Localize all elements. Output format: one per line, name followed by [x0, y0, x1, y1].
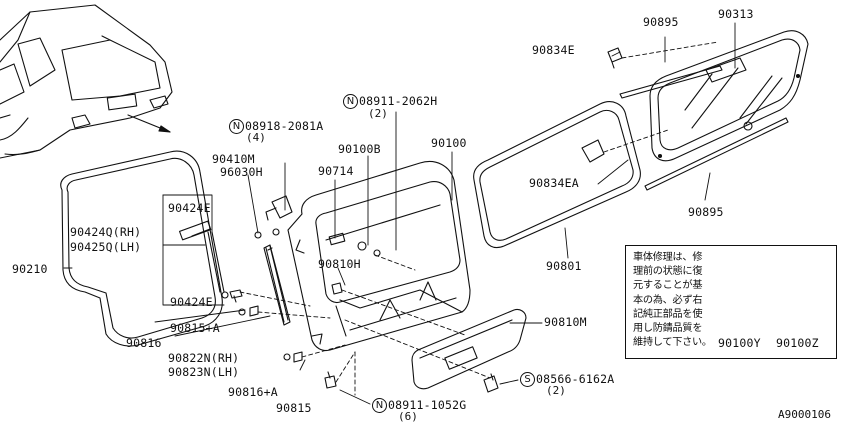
- repair-note-text: 車体修理は、修 理前の状態に復 元することが基 本の為、必ず右 記純正部品を使 …: [633, 252, 712, 349]
- label-90834E: 90834E: [532, 43, 575, 57]
- label-08918-2081A-qty: (4): [246, 131, 266, 144]
- assembly-dash-lines: [239, 41, 719, 396]
- direction-arrow: [127, 114, 171, 133]
- label-90823N: 90823N(LH): [168, 365, 240, 379]
- label-90815A: 90815+A: [170, 321, 220, 335]
- gas-strut-90425: [265, 245, 289, 323]
- label-08911-2062H: 08911-2062H: [359, 94, 438, 108]
- label-90810H: 90810H: [318, 257, 361, 271]
- label-90895-top: 90895: [643, 15, 679, 29]
- label-90100Z: 90100Z: [776, 336, 819, 350]
- label-08911-2062H-qty: (2): [368, 107, 388, 120]
- label-90424E-bottom: 90424E: [170, 295, 213, 309]
- label-90100Y: 90100Y: [718, 336, 761, 350]
- label-90834EA: 90834EA: [529, 176, 579, 190]
- label-90410M: 90410M: [212, 152, 255, 166]
- label-90424Q: 90424Q(RH): [70, 225, 142, 239]
- molding-90895-upper: [619, 65, 723, 99]
- molding-90895-lower: [644, 117, 789, 191]
- circled-n-icon: N: [343, 94, 358, 109]
- leader-lines: [63, 22, 736, 405]
- label-90714: 90714: [318, 164, 354, 178]
- label-90210: 90210: [12, 262, 48, 276]
- gas-strut-90424: [178, 220, 229, 299]
- weatherstrip-90210: [60, 150, 223, 347]
- repair-note-box: 車体修理は、修 理前の状態に復 元することが基 本の為、必ず右 記純正部品を使 …: [625, 245, 837, 359]
- back-window-glass-90801: [473, 101, 641, 249]
- label-90313: 90313: [718, 7, 754, 21]
- label-90822N: 90822N(RH): [168, 351, 240, 365]
- label-90100: 90100: [431, 136, 467, 150]
- label-90424E-top: 90424E: [168, 201, 211, 215]
- label-90895-bottom: 90895: [688, 205, 724, 219]
- reference-code: A9000106: [778, 408, 831, 421]
- label-90815: 90815: [276, 401, 312, 415]
- label-08918-2081A: 08918-2081A: [245, 119, 324, 133]
- circled-n-icon: N: [229, 119, 244, 134]
- label-08911-1052G-qty: (6): [398, 410, 418, 423]
- molding-90822N: [263, 244, 291, 326]
- circled-n-icon: N: [372, 398, 387, 413]
- label-08566-6162A: 08566-6162A: [536, 372, 615, 386]
- label-96030H: 96030H: [220, 165, 263, 179]
- vehicle-rear-view: [0, 4, 173, 159]
- label-08911-1052G: 08911-1052G: [388, 398, 467, 412]
- fasteners: [229, 47, 623, 393]
- label-90810M: 90810M: [544, 315, 587, 329]
- garnish-90810M: [411, 308, 527, 390]
- label-08566-6162A-qty: (2): [546, 384, 566, 397]
- label-90816: 90816: [126, 336, 162, 350]
- circled-s-icon: S: [520, 372, 535, 387]
- label-90425Q: 90425Q(LH): [70, 240, 142, 254]
- rear-glass-90313: [649, 30, 809, 162]
- hinge-90410M: [254, 195, 293, 239]
- label-90100B: 90100B: [338, 142, 381, 156]
- back-door-panel-90100: [287, 161, 471, 352]
- label-90801: 90801: [546, 259, 582, 273]
- label-90816A: 90816+A: [228, 385, 278, 399]
